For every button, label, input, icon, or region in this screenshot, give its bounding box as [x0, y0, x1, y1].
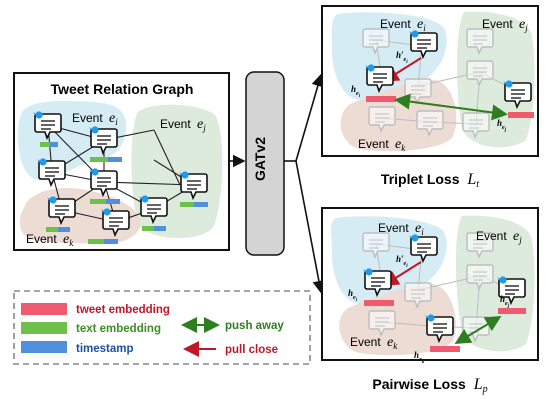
- push-away-arrow: [454, 315, 502, 345]
- gatv2-block: GATv2: [245, 71, 285, 256]
- graph-node-4: [89, 168, 120, 204]
- pairwise-event-i-label: Event ei: [378, 221, 424, 237]
- legend-timestamp-label: timestamp: [76, 343, 134, 355]
- gatv2-label: GATv2: [252, 137, 268, 181]
- graph-node-8: [88, 208, 129, 244]
- tweet-embedding-bar: [498, 308, 526, 314]
- tweet-embedding-bar: [508, 112, 534, 118]
- pairwise-loss-caption: Pairwise Loss Lp: [372, 376, 487, 395]
- triplet-event-j-label: Event ej: [482, 17, 528, 33]
- text-embedding-bar: [40, 142, 50, 147]
- legend-push-away-label: push away: [225, 320, 284, 332]
- legend-timestamp-swatch: [21, 341, 67, 353]
- graph-event-j-label: Event ej: [160, 117, 206, 133]
- timestamp-bar: [154, 226, 166, 231]
- legend: tweet embedding text embedding timestamp…: [13, 290, 311, 365]
- model-output-arrows: [284, 73, 326, 294]
- pairwise-event-j-label: Event ej: [476, 229, 522, 245]
- graph-node-6: [139, 195, 167, 231]
- tweet-embedding-bar: [366, 96, 396, 102]
- timestamp-bar: [194, 202, 208, 207]
- pairwise-event-k-label: Event ek: [350, 335, 398, 351]
- graph-event-k-label: Event ek: [26, 232, 74, 248]
- graph-title: Tweet Relation Graph: [51, 81, 194, 97]
- pairwise-h-ej-label: hej: [500, 294, 510, 309]
- timestamp-bar: [104, 239, 118, 244]
- timestamp-bar: [50, 142, 58, 147]
- triplet-h-prime-ei-label: h′ei: [396, 50, 408, 65]
- timestamp-bar: [106, 199, 120, 204]
- text-embedding-bar: [90, 157, 108, 162]
- text-embedding-bar: [90, 199, 106, 204]
- triplet-h-ej-label: hej: [497, 118, 507, 133]
- tweet-embedding-bar: [364, 300, 394, 306]
- graph-node-5: [179, 171, 208, 207]
- triplet-event-i-label: Event ei: [380, 17, 426, 33]
- legend-tweet-embedding-swatch: [21, 303, 67, 315]
- pairwise-loss-panel: Event ei Event ej Event ek h′ei hei hej …: [321, 207, 539, 365]
- triplet-loss-caption: Triplet Loss Lt: [381, 171, 479, 190]
- triplet-event-k-label: Event ek: [358, 137, 406, 153]
- timestamp-bar: [58, 227, 70, 232]
- pull-close-arrow: [382, 261, 422, 287]
- timestamp-bar: [108, 157, 122, 162]
- text-embedding-bar: [142, 226, 154, 231]
- legend-text-embedding-label: text embedding: [76, 323, 161, 335]
- legend-pull-close-label: pull close: [225, 344, 278, 356]
- graph-node-1: [33, 111, 61, 147]
- triplet-h-ei-label: hei: [351, 84, 361, 99]
- tweet-embedding-bar: [430, 346, 460, 352]
- pairwise-h-prime-ei-label: h′ei: [396, 254, 408, 269]
- push-away-arrow: [394, 93, 508, 121]
- legend-tweet-embedding-label: tweet embedding: [76, 304, 170, 316]
- graph-node-7: [46, 196, 75, 232]
- text-embedding-bar: [180, 202, 194, 207]
- tweet-relation-graph-panel: Tweet Relation Graph: [13, 72, 230, 251]
- text-embedding-bar: [88, 239, 104, 244]
- graph-event-i-label: Event ei: [72, 111, 118, 127]
- text-embedding-bar: [46, 227, 58, 232]
- pairwise-h-ei-label: hei: [348, 288, 358, 303]
- legend-text-embedding-swatch: [21, 322, 67, 334]
- pairwise-h-ek-label: hek: [414, 350, 425, 365]
- triplet-loss-panel: Event ei Event ej Event ek h′ei hei hej: [321, 5, 539, 157]
- graph-node-2: [89, 126, 122, 162]
